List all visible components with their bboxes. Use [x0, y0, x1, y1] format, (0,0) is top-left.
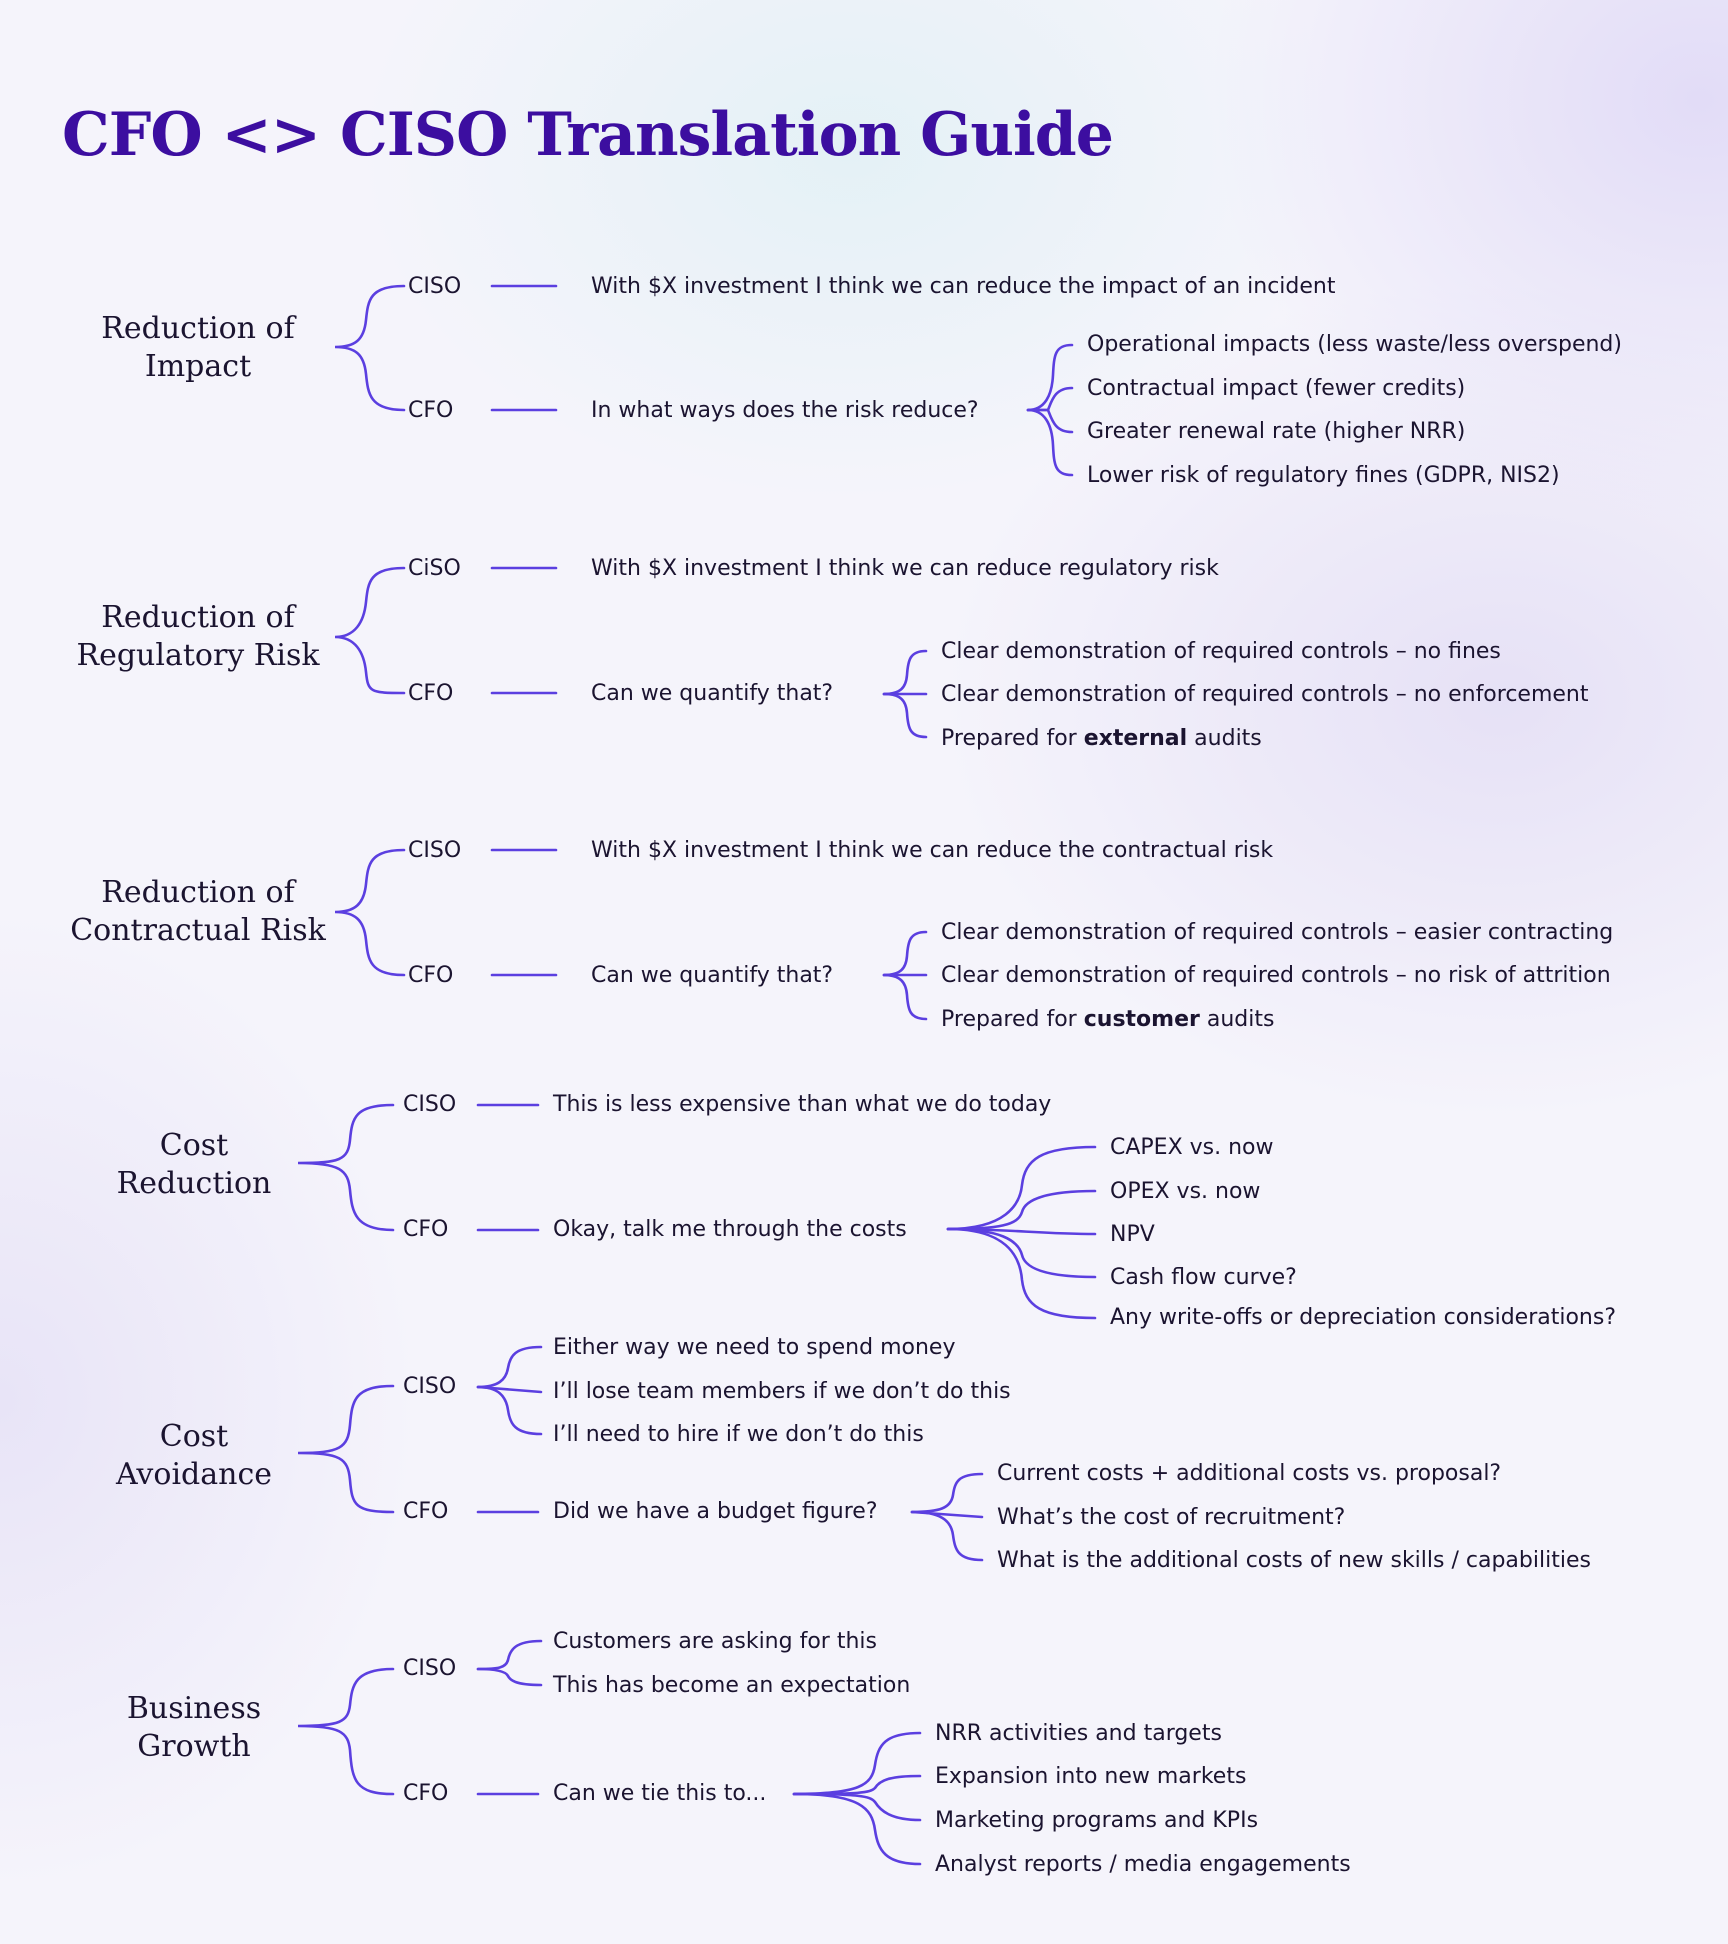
cfo-question: Okay, talk me through the costs: [553, 1217, 907, 1242]
category-line: Avoidance: [115, 1457, 273, 1492]
category-line: Reduction of: [101, 600, 295, 635]
ciso-statement: With $X investment I think we can reduce…: [591, 556, 1219, 581]
cfo-point: What is the additional costs of new skil…: [997, 1548, 1591, 1573]
ciso-statement: With $X investment I think we can reduce…: [591, 838, 1274, 863]
cfo-question: Can we tie this to...: [553, 1781, 767, 1806]
cfo-question: Did we have a budget figure?: [553, 1499, 878, 1524]
role-label-ciso: CiSO: [408, 556, 461, 581]
category-regulatory-risk: Reduction of Regulatory Risk: [76, 599, 319, 675]
category-line: Reduction of: [101, 875, 295, 910]
role-label-cfo: CFO: [408, 398, 454, 423]
cfo-point: OPEX vs. now: [1110, 1179, 1261, 1204]
page-title: CFO <> CISO Translation Guide: [62, 100, 1114, 170]
cfo-point: Clear demonstration of required controls…: [941, 639, 1501, 664]
cfo-point: Prepared for customer audits: [941, 1007, 1274, 1033]
ciso-statement: I’ll lose team members if we don’t do th…: [553, 1379, 1011, 1404]
point-text: audits: [1199, 1007, 1275, 1032]
role-label-cfo: CFO: [408, 963, 454, 988]
category-reduction-of-impact: Reduction of Impact: [101, 310, 294, 386]
ciso-statement: I’ll need to hire if we don’t do this: [553, 1422, 924, 1447]
cfo-question: Can we quantify that?: [591, 963, 834, 988]
category-line: Reduction of: [101, 311, 295, 346]
category-line: Growth: [137, 1729, 251, 1764]
category-line: Cost: [159, 1419, 229, 1454]
cfo-point: Any write-offs or depreciation considera…: [1110, 1305, 1616, 1330]
role-label-cfo: CFO: [403, 1217, 449, 1242]
cfo-point: NRR activities and targets: [935, 1721, 1222, 1746]
ciso-statement: Either way we need to spend money: [553, 1335, 956, 1360]
role-label-cfo: CFO: [408, 681, 454, 706]
cfo-point: Marketing programs and KPIs: [935, 1808, 1259, 1833]
cfo-point: Operational impacts (less waste/less ove…: [1087, 332, 1622, 357]
cfo-point: What’s the cost of recruitment?: [997, 1505, 1346, 1530]
cfo-point: Lower risk of regulatory fines (GDPR, NI…: [1087, 463, 1560, 488]
role-label-ciso: CISO: [403, 1374, 457, 1399]
brace-contractual-risk: [334, 848, 928, 1021]
category-line: Business: [126, 1691, 262, 1726]
category-line: Impact: [144, 349, 252, 384]
category-contractual-risk: Reduction of Contractual Risk: [70, 874, 326, 950]
category-line: Reduction: [116, 1166, 272, 1201]
category-business-growth: Business Growth: [127, 1690, 261, 1766]
cfo-point: Clear demonstration of required controls…: [941, 963, 1611, 988]
cfo-point: Clear demonstration of required controls…: [941, 682, 1589, 707]
category-cost-reduction: Cost Reduction: [117, 1127, 272, 1203]
ciso-statement: This has become an expectation: [553, 1673, 911, 1698]
point-emphasis: external: [1083, 726, 1188, 751]
role-label-cfo: CFO: [403, 1781, 449, 1806]
brace-reduction-of-impact: [334, 284, 1074, 477]
point-emphasis: customer: [1083, 1007, 1200, 1032]
role-label-ciso: CISO: [403, 1092, 457, 1117]
cfo-point: CAPEX vs. now: [1110, 1135, 1274, 1160]
role-label-ciso: CISO: [408, 838, 462, 863]
role-label-ciso: CISO: [408, 274, 462, 299]
ciso-statement: Customers are asking for this: [553, 1629, 877, 1654]
brace-regulatory-risk: [334, 566, 928, 739]
category-cost-avoidance: Cost Avoidance: [116, 1418, 272, 1494]
cfo-question: Can we quantify that?: [591, 681, 834, 706]
role-label-cfo: CFO: [403, 1499, 449, 1524]
point-text: Prepared for: [941, 1007, 1084, 1032]
cfo-point: NPV: [1110, 1222, 1155, 1247]
category-line: Regulatory Risk: [76, 638, 320, 673]
cfo-point: Analyst reports / media engagements: [935, 1852, 1351, 1877]
point-text: Prepared for: [941, 726, 1084, 751]
brace-cost-reduction: [297, 1103, 1097, 1320]
cfo-question: In what ways does the risk reduce?: [591, 398, 979, 423]
cfo-point: Contractual impact (fewer credits): [1087, 376, 1466, 401]
point-text: audits: [1187, 726, 1262, 751]
cfo-point: Greater renewal rate (higher NRR): [1087, 419, 1466, 444]
role-label-ciso: CISO: [403, 1656, 457, 1681]
cfo-point: Clear demonstration of required controls…: [941, 920, 1614, 945]
category-line: Contractual Risk: [70, 913, 326, 948]
cfo-point: Current costs + additional costs vs. pro…: [997, 1461, 1502, 1486]
cfo-point: Expansion into new markets: [935, 1764, 1247, 1789]
cfo-point: Cash flow curve?: [1110, 1265, 1297, 1290]
ciso-statement: This is less expensive than what we do t…: [553, 1092, 1052, 1117]
ciso-statement: With $X investment I think we can reduce…: [591, 274, 1336, 299]
cfo-point: Prepared for external audits: [941, 726, 1262, 752]
category-line: Cost: [159, 1128, 229, 1163]
